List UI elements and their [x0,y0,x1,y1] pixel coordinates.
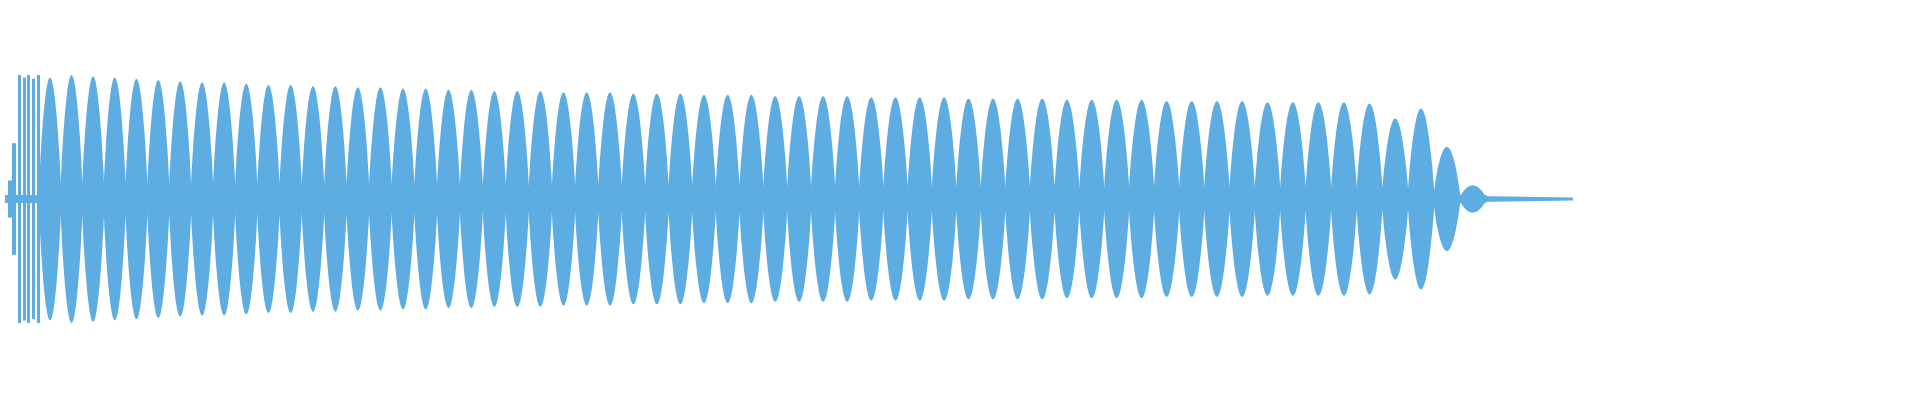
waveform-lobe [368,87,393,311]
waveform-lobe [459,89,484,309]
waveform-lobe [125,78,148,320]
waveform-lobe [1459,185,1487,213]
waveform-lobe [1029,98,1056,300]
waveform-lobe [482,91,507,307]
waveform-onset-spike [27,75,30,323]
waveform-lobe [691,94,717,304]
waveform-lobe [644,93,670,305]
waveform-lobe [60,75,83,323]
waveform-lobe [1381,118,1409,280]
waveform-lobe [1128,99,1155,299]
waveform-lobe [1103,99,1130,299]
waveform-lobe [528,91,553,307]
waveform-lobe [1407,108,1435,290]
waveform-lobe [436,89,461,309]
waveform-lobe [413,88,438,310]
waveform-onset-spike [18,75,21,323]
waveform-lobe [1279,102,1307,296]
waveform-lobe [279,84,303,314]
waveform-lobe [1203,101,1230,297]
waveform-lobe [858,97,884,301]
waveform-lobe [391,88,415,310]
waveform-lobe [256,84,280,314]
waveform-lobe [834,96,860,302]
waveform-lobe [346,87,370,311]
waveform-lobe [1178,101,1205,297]
waveform-lobe [715,94,740,304]
waveform-lobe [1433,146,1461,252]
waveform-lobe [1356,103,1383,295]
waveform-lobe [1254,102,1281,296]
waveform-onset-spike [32,78,35,320]
waveform-lobe [190,82,214,316]
waveform-lobe [146,80,170,318]
waveform-lobe [551,92,576,306]
waveform-lobe [323,86,348,312]
waveform-lobe [212,82,236,316]
waveform-lobe [739,94,764,304]
waveform-lobe [597,92,623,306]
waveform-lobe [810,96,836,302]
waveform-lobe [38,77,62,321]
waveform-lobe [980,98,1006,300]
waveform-lobe [1229,101,1256,297]
waveform-lobe [168,81,192,317]
waveform-lobe [103,77,127,321]
waveform-onset-spike [8,180,12,218]
waveform-lobe [882,97,909,301]
waveform-lobe [574,92,599,306]
waveform-onset-spike [12,143,16,255]
waveform-lobe [1054,99,1080,299]
waveform-lobe [907,97,933,301]
waveform-onset-spike [23,77,26,321]
waveform-lobe [931,97,957,301]
waveform-lobe [786,96,812,302]
waveform-lobe [81,76,105,322]
waveform-lobe [505,91,530,307]
waveform-onset-spike [37,75,40,323]
waveform-lobe [1305,102,1332,296]
waveform-lobe [668,93,693,305]
waveform-lobe [762,96,788,302]
waveform-lobe [621,93,646,305]
waveform-lobe [1078,99,1105,299]
waveform-lobe [955,98,982,300]
waveform-lobe [1330,102,1358,296]
waveform-lobe [1153,101,1180,297]
waveform-lobe [234,83,258,315]
waveform-lobe [1004,98,1031,300]
waveform-lobe [301,86,325,312]
